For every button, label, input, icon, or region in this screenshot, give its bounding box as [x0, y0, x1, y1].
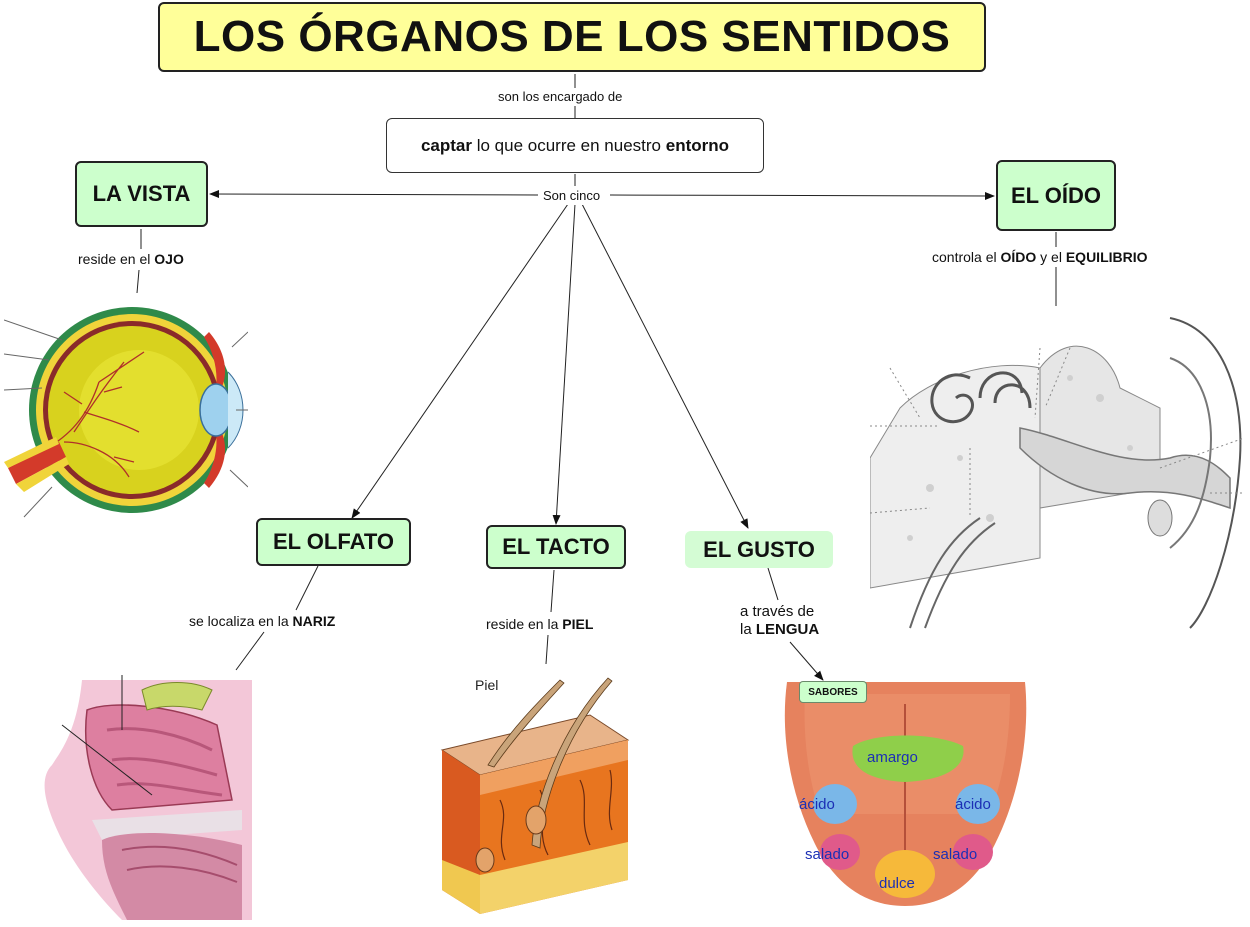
link-label-cinco: Son cinco	[540, 187, 604, 205]
ear-bone-shape	[870, 364, 1041, 589]
line-gusto-link	[767, 567, 779, 601]
taste-label-acido-left: ácido	[799, 796, 835, 813]
eye-veins-shape	[48, 351, 145, 478]
line-olfato-img	[235, 631, 265, 671]
link-text: se localiza en la	[189, 613, 293, 629]
hair-shape	[487, 679, 565, 768]
captar-middle-text: lo que ocurre en nuestro	[472, 135, 666, 155]
arrow-to-vista	[209, 190, 539, 199]
line-olfato-link	[295, 565, 319, 611]
link-text: y el	[1036, 249, 1066, 265]
link-keyword: NARIZ	[292, 613, 336, 629]
link-keyword: LENGUA	[755, 621, 820, 638]
arrow-to-oido	[609, 191, 995, 200]
captar-concept: captar lo que ocurre en nuestro entorno	[386, 118, 764, 173]
eye-illustration	[4, 307, 248, 518]
link-label-olfato: se localiza en la NARIZ	[189, 612, 336, 630]
link-label-encargado: son los encargado de	[498, 88, 623, 106]
taste-label-salado-left: salado	[805, 846, 849, 863]
taste-label-amargo: amargo	[867, 749, 918, 766]
ear-canal-shape	[1019, 427, 1231, 510]
link-text: la	[740, 621, 756, 638]
taste-label-salado-right: salado	[933, 846, 977, 863]
line-vista-img	[136, 269, 140, 294]
link-text: a través de	[740, 603, 815, 620]
olfactory-bulb-shape	[141, 682, 213, 711]
cochlea-shape	[930, 373, 974, 424]
taste-zone-sour-left	[813, 784, 857, 824]
entorno-word: entorno	[665, 135, 730, 155]
link-text: reside en la	[486, 616, 563, 632]
link-label-gusto: a través de la LENGUA	[740, 603, 820, 639]
captar-word: captar	[420, 135, 472, 155]
link-keyword: PIEL	[562, 616, 594, 632]
outer-ear-shape	[1169, 317, 1242, 629]
link-label-oido: controla el OÍDO y el EQUILIBRIO	[932, 248, 1148, 266]
link-label-tacto: reside en la PIEL	[486, 615, 594, 633]
link-label-vista: reside en el OJO	[78, 250, 184, 268]
line-tacto-img	[545, 634, 549, 665]
taste-zone-sweet	[875, 850, 935, 898]
link-keyword: EQUILIBRIO	[1065, 249, 1148, 265]
skin-label: Piel	[475, 677, 498, 693]
concept-gusto: EL GUSTO	[685, 531, 833, 568]
tongue-illustration: amargo ácido ácido salado salado dulce	[784, 682, 1027, 906]
skin-illustration: Piel	[440, 677, 630, 914]
link-keyword: OÍDO	[1000, 249, 1037, 265]
link-keyword: OJO	[154, 251, 184, 267]
nose-illustration	[44, 675, 252, 920]
taste-label-acido-right: ácido	[955, 796, 991, 813]
page-title: LOS ÓRGANOS DE LOS SENTIDOS	[158, 2, 986, 72]
link-text: controla el	[932, 249, 1001, 265]
arrow-to-gusto	[581, 203, 749, 529]
line-tacto-link	[550, 569, 555, 613]
concept-olfato: EL OLFATO	[256, 518, 411, 566]
taste-label-dulce: dulce	[879, 875, 915, 892]
arrow-to-olfato	[351, 203, 569, 519]
taste-zone-sour-right	[956, 784, 1000, 824]
link-text: reside en el	[78, 251, 155, 267]
concept-vista: LA VISTA	[75, 161, 208, 227]
concept-oido: EL OÍDO	[996, 160, 1116, 231]
taste-zone-bitter	[852, 735, 964, 782]
taste-zone-salty-left	[820, 834, 860, 870]
ear-illustration	[870, 308, 1244, 630]
concept-tacto: EL TACTO	[486, 525, 626, 569]
taste-zone-salty-right	[953, 834, 993, 870]
arrow-to-tacto	[552, 203, 576, 525]
sabores-badge: SABORES	[799, 681, 867, 703]
